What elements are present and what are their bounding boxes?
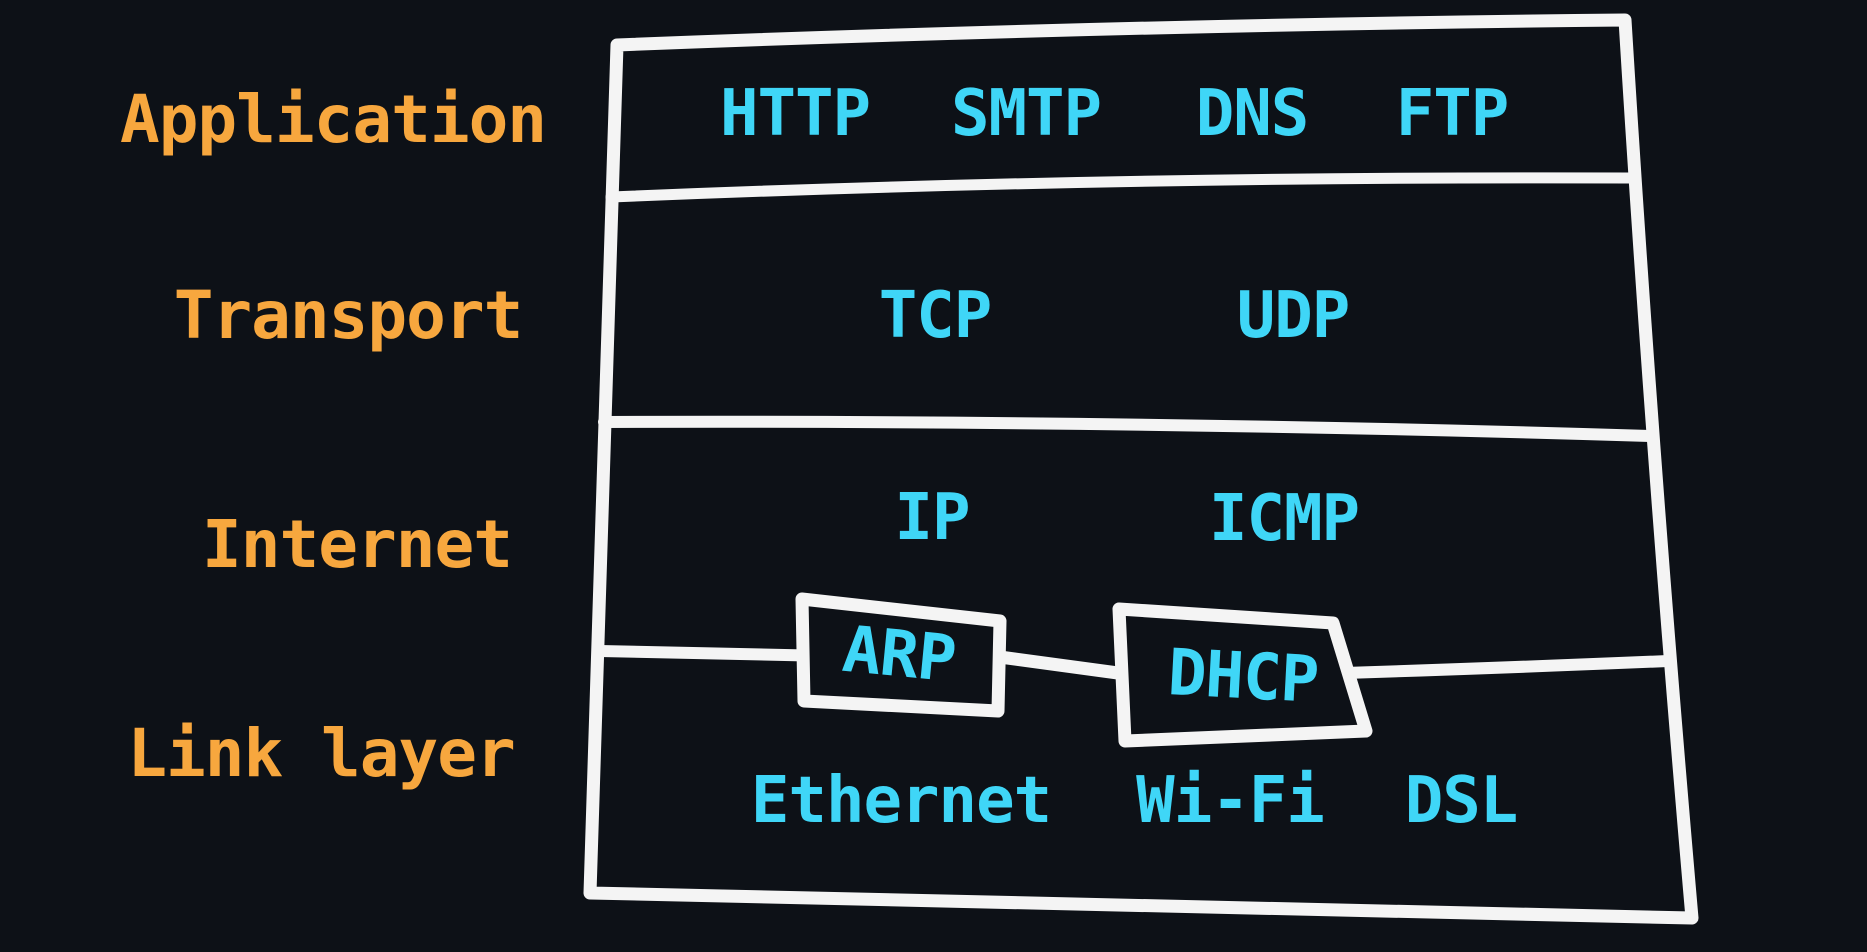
layer-label-transport: Transport xyxy=(173,277,524,354)
layer-label-link-layer: Link layer xyxy=(127,715,515,792)
arp-dhcp-connector-line xyxy=(978,648,1147,683)
divider-application-transport xyxy=(605,172,1637,203)
protocol-dns: DNS xyxy=(1195,77,1310,151)
protocol-arp: ARP xyxy=(839,612,959,698)
layer-label-application: Application xyxy=(119,81,547,158)
protocol-icmp: ICMP xyxy=(1208,482,1360,556)
divider-internet-link-right xyxy=(1339,655,1674,679)
protocol-wifi: Wi-Fi xyxy=(1136,764,1325,838)
divider-internet-link-left xyxy=(594,645,836,662)
divider-transport-internet xyxy=(598,415,1656,442)
protocol-tcp: TCP xyxy=(878,279,993,353)
protocol-ip: IP xyxy=(894,481,970,555)
protocol-smtp: SMTP xyxy=(950,77,1102,151)
protocol-udp: UDP xyxy=(1236,279,1351,353)
arp-box-outline xyxy=(795,592,1007,718)
protocol-ethernet: Ethernet xyxy=(750,764,1052,838)
dhcp-box-outline xyxy=(1112,602,1373,748)
protocol-ftp: FTP xyxy=(1395,77,1510,151)
protocol-dsl: DSL xyxy=(1404,764,1519,838)
protocol-dhcp: DHCP xyxy=(1166,636,1320,718)
protocol-http: HTTP xyxy=(719,77,871,151)
layer-label-internet: Internet xyxy=(202,506,513,583)
